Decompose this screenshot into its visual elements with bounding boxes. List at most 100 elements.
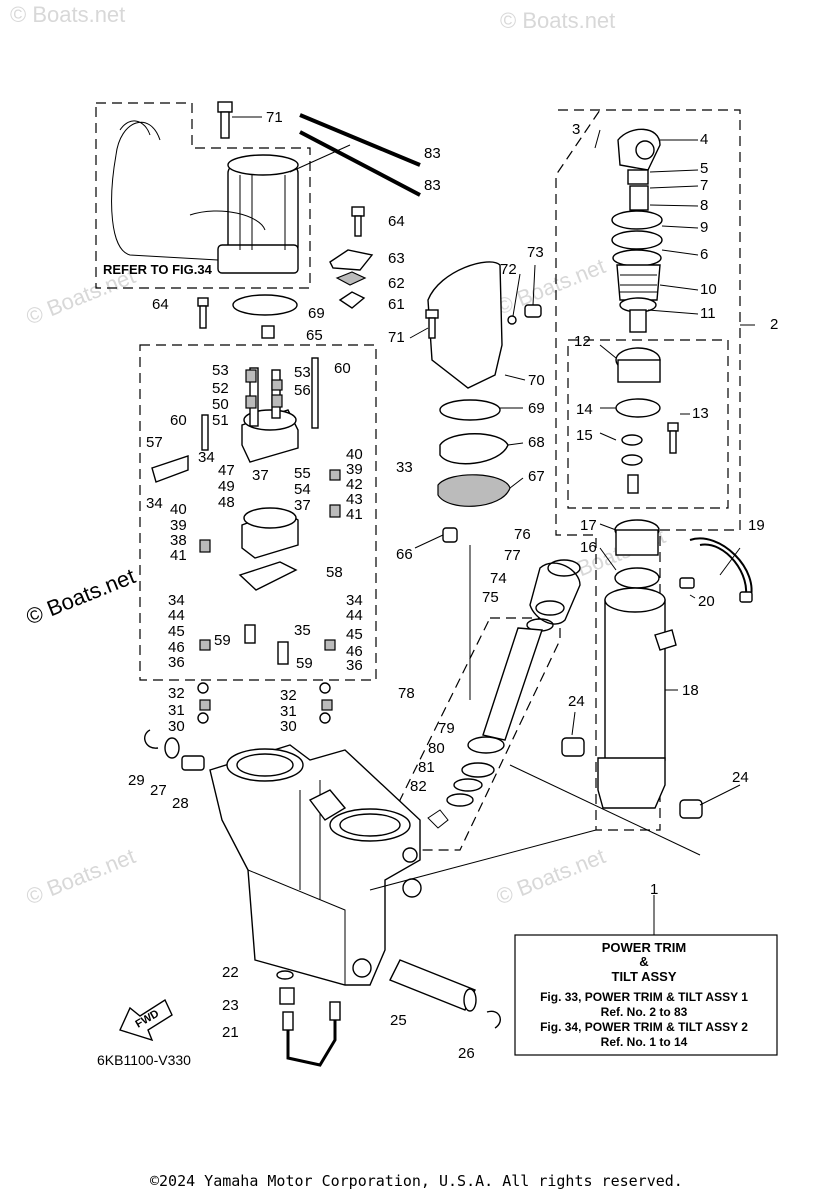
callout: 81 [418, 759, 435, 776]
callout: 8 [700, 197, 708, 214]
callout: 18 [682, 682, 699, 699]
callout: 68 [528, 434, 545, 451]
callout: 60 [334, 360, 351, 377]
motor-group-outline [95, 102, 311, 289]
tilt-bracket-housing [209, 744, 422, 986]
callout: 72 [500, 261, 517, 278]
callout: 6 [700, 246, 708, 263]
callout: 36 [168, 654, 185, 671]
callout: 52 [212, 380, 229, 397]
callout: 37 [252, 467, 269, 484]
info-title-line: & [639, 954, 648, 969]
callout: 43 [346, 491, 363, 508]
callout: 30 [168, 718, 185, 735]
callout: 33 [396, 459, 413, 476]
callout: 28 [172, 795, 189, 812]
copyright-notice: ©2024 Yamaha Motor Corporation, U.S.A. A… [150, 1172, 683, 1190]
bolt-71 [217, 101, 262, 139]
callout: 75 [482, 589, 499, 606]
callout: 69 [528, 400, 545, 417]
callout: 50 [212, 396, 229, 413]
callout: 37 [294, 497, 311, 514]
filter-cover-parts [197, 206, 374, 339]
callout: 34 [346, 592, 363, 609]
callout: 54 [294, 481, 311, 498]
callout: 53 [212, 362, 229, 379]
callout: 62 [388, 275, 405, 292]
callout: 21 [222, 1024, 239, 1041]
clips-29-27-28 [144, 729, 205, 771]
callout: 4 [700, 131, 708, 148]
callout: 70 [528, 372, 545, 389]
callout: 42 [346, 476, 363, 493]
fwd-arrow: FWD [119, 998, 173, 1042]
callout: 45 [346, 626, 363, 643]
valve-group-outline [139, 344, 377, 681]
callout: 48 [218, 494, 235, 511]
valve-block-lower [197, 469, 341, 724]
tilt-rod-assembly [427, 559, 581, 829]
info-ref-line: Fig. 34, POWER TRIM & TILT ASSY 2 [540, 1020, 748, 1034]
callout: 34 [168, 592, 185, 609]
callout: 67 [528, 468, 545, 485]
callout-numbers: 71 83 83 64 63 62 61 64 69 65 53 52 50 5… [128, 109, 778, 1062]
callout: 64 [152, 296, 169, 313]
callout: 53 [294, 364, 311, 381]
cable-ties-83 [289, 113, 421, 197]
callout: 79 [438, 720, 455, 737]
callout: 63 [388, 250, 405, 267]
tilt-cylinder [369, 128, 753, 891]
callout: 14 [576, 401, 593, 418]
callout: 73 [527, 244, 544, 261]
callout: 31 [168, 702, 185, 719]
callout: 17 [580, 517, 597, 534]
callout: 9 [700, 219, 708, 236]
callout: 71 [388, 329, 405, 346]
callout: 26 [458, 1045, 475, 1062]
callout: 5 [700, 160, 708, 177]
callout: 44 [168, 607, 185, 624]
callout: 38 [170, 532, 187, 549]
info-box: POWER TRIM & TILT ASSY Fig. 33, POWER TR… [514, 934, 778, 1056]
callout: 56 [294, 382, 311, 399]
watermark: © Boats.net [10, 2, 125, 27]
refer-note: REFER TO FIG.34 [103, 262, 213, 277]
info-title-line: TILT ASSY [612, 969, 677, 984]
callout: 69 [308, 305, 325, 322]
callout: 78 [398, 685, 415, 702]
callout: 20 [698, 593, 715, 610]
leader-lines [409, 129, 755, 935]
callout: 41 [170, 547, 187, 564]
callout: 2 [770, 316, 778, 333]
callout: 32 [280, 687, 297, 704]
callout: 3 [572, 121, 580, 138]
callout: 24 [568, 693, 585, 710]
cylinder-group-outline [555, 109, 741, 831]
callout: 66 [396, 546, 413, 563]
callout: 76 [514, 526, 531, 543]
callout: 34 [198, 449, 215, 466]
info-ref-line: Ref. No. 2 to 83 [601, 1005, 688, 1019]
callout: 31 [280, 703, 297, 720]
group-outlines [95, 102, 741, 851]
callout: 39 [346, 461, 363, 478]
trim-motor [111, 120, 299, 274]
bottom-fittings [276, 959, 501, 1067]
callout: 71 [266, 109, 283, 126]
callout: 77 [504, 547, 521, 564]
info-ref-line: Fig. 33, POWER TRIM & TILT ASSY 1 [540, 990, 748, 1004]
callout: 46 [168, 639, 185, 656]
watermark: © Boats.net [23, 843, 139, 909]
callout: 65 [306, 327, 323, 344]
callout: 80 [428, 740, 445, 757]
callout: 19 [748, 517, 765, 534]
callout: 41 [346, 506, 363, 523]
callout: 64 [388, 213, 405, 230]
callout: 44 [346, 607, 363, 624]
callout: 34 [146, 495, 163, 512]
callout: 27 [150, 782, 167, 799]
callout: 59 [214, 632, 231, 649]
watermark: © Boats.net [500, 8, 615, 33]
callout: 83 [424, 177, 441, 194]
